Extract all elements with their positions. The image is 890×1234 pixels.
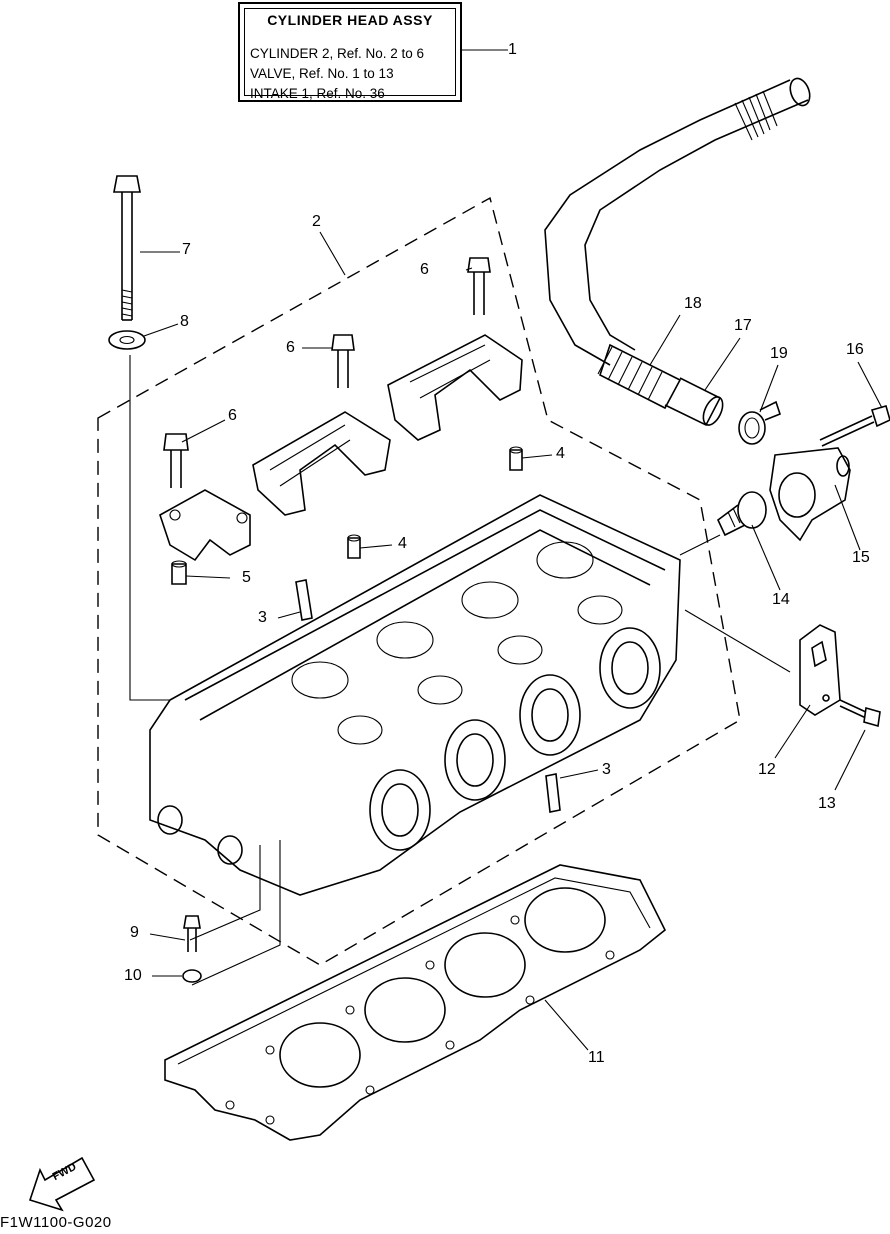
assembly-legend-box: CYLINDER HEAD ASSY CYLINDER 2, Ref. No. … bbox=[238, 2, 462, 102]
bolt-6-mid bbox=[331, 334, 355, 388]
diagram-code: F1W1100-G020 bbox=[0, 1214, 112, 1231]
thermostat bbox=[717, 491, 767, 537]
callout-2: 2 bbox=[312, 213, 321, 230]
screw-16 bbox=[819, 405, 890, 447]
callout-5: 5 bbox=[242, 569, 251, 586]
head-gasket bbox=[164, 864, 667, 1141]
fwd-arrow bbox=[28, 1156, 96, 1212]
callout-16: 16 bbox=[846, 341, 864, 358]
dowel-5 bbox=[171, 560, 187, 585]
washer-8 bbox=[108, 330, 146, 350]
thermostat-housing bbox=[769, 447, 851, 542]
legend-line-intake: INTAKE 1, Ref. No. 36 bbox=[250, 86, 385, 101]
callout-3-upper: 3 bbox=[258, 609, 267, 626]
washer-8-hole bbox=[119, 335, 135, 345]
assembly-dashed-outline bbox=[97, 196, 741, 966]
callout-6-left: 6 bbox=[228, 407, 237, 424]
callout-18: 18 bbox=[684, 295, 702, 312]
leader-lines bbox=[129, 49, 883, 1051]
callout-15: 15 bbox=[852, 549, 870, 566]
camshaft-cap-upper bbox=[387, 334, 523, 441]
callout-6-top: 6 bbox=[420, 261, 429, 278]
bolt-9 bbox=[183, 915, 201, 952]
bellows-hose bbox=[597, 343, 682, 410]
dowel-4-upper bbox=[509, 446, 523, 471]
washer-10 bbox=[182, 969, 202, 983]
intake-hose bbox=[544, 77, 811, 366]
bolt-6-top bbox=[467, 257, 491, 315]
bolt-6-left bbox=[163, 433, 189, 488]
valve-guide-lower bbox=[545, 773, 561, 813]
legend-inner-border bbox=[244, 8, 456, 96]
camshaft-cap-lower bbox=[252, 411, 391, 516]
callout-3-lower: 3 bbox=[602, 761, 611, 778]
long-bolt bbox=[113, 175, 141, 321]
callout-6-mid: 6 bbox=[286, 339, 295, 356]
callout-14: 14 bbox=[772, 591, 790, 608]
callout-1: 1 bbox=[508, 41, 517, 58]
callout-12: 12 bbox=[758, 761, 776, 778]
callout-11: 11 bbox=[588, 1049, 605, 1066]
callout-4-lower: 4 bbox=[398, 535, 407, 552]
bracket bbox=[799, 624, 841, 716]
callout-17: 17 bbox=[734, 317, 752, 334]
pipe-17 bbox=[664, 377, 724, 427]
bolt-13 bbox=[839, 699, 881, 728]
hose-clamp bbox=[738, 400, 781, 445]
cylinder-head-body bbox=[149, 494, 681, 896]
callout-4-upper: 4 bbox=[556, 445, 565, 462]
callout-10: 10 bbox=[124, 967, 142, 984]
camshaft-cap-small bbox=[159, 489, 251, 562]
dowel-4-lower bbox=[347, 534, 361, 559]
callout-19: 19 bbox=[770, 345, 788, 362]
callout-8: 8 bbox=[180, 313, 189, 330]
legend-title: CYLINDER HEAD ASSY bbox=[267, 12, 433, 28]
legend-line-cylinder: CYLINDER 2, Ref. No. 2 to 6 bbox=[250, 46, 425, 61]
callout-13: 13 bbox=[818, 795, 836, 812]
callout-7: 7 bbox=[182, 241, 191, 258]
valve-guide-upper bbox=[295, 579, 313, 621]
callout-9: 9 bbox=[130, 924, 139, 941]
legend-line-valve: VALVE, Ref. No. 1 to 13 bbox=[250, 66, 394, 81]
